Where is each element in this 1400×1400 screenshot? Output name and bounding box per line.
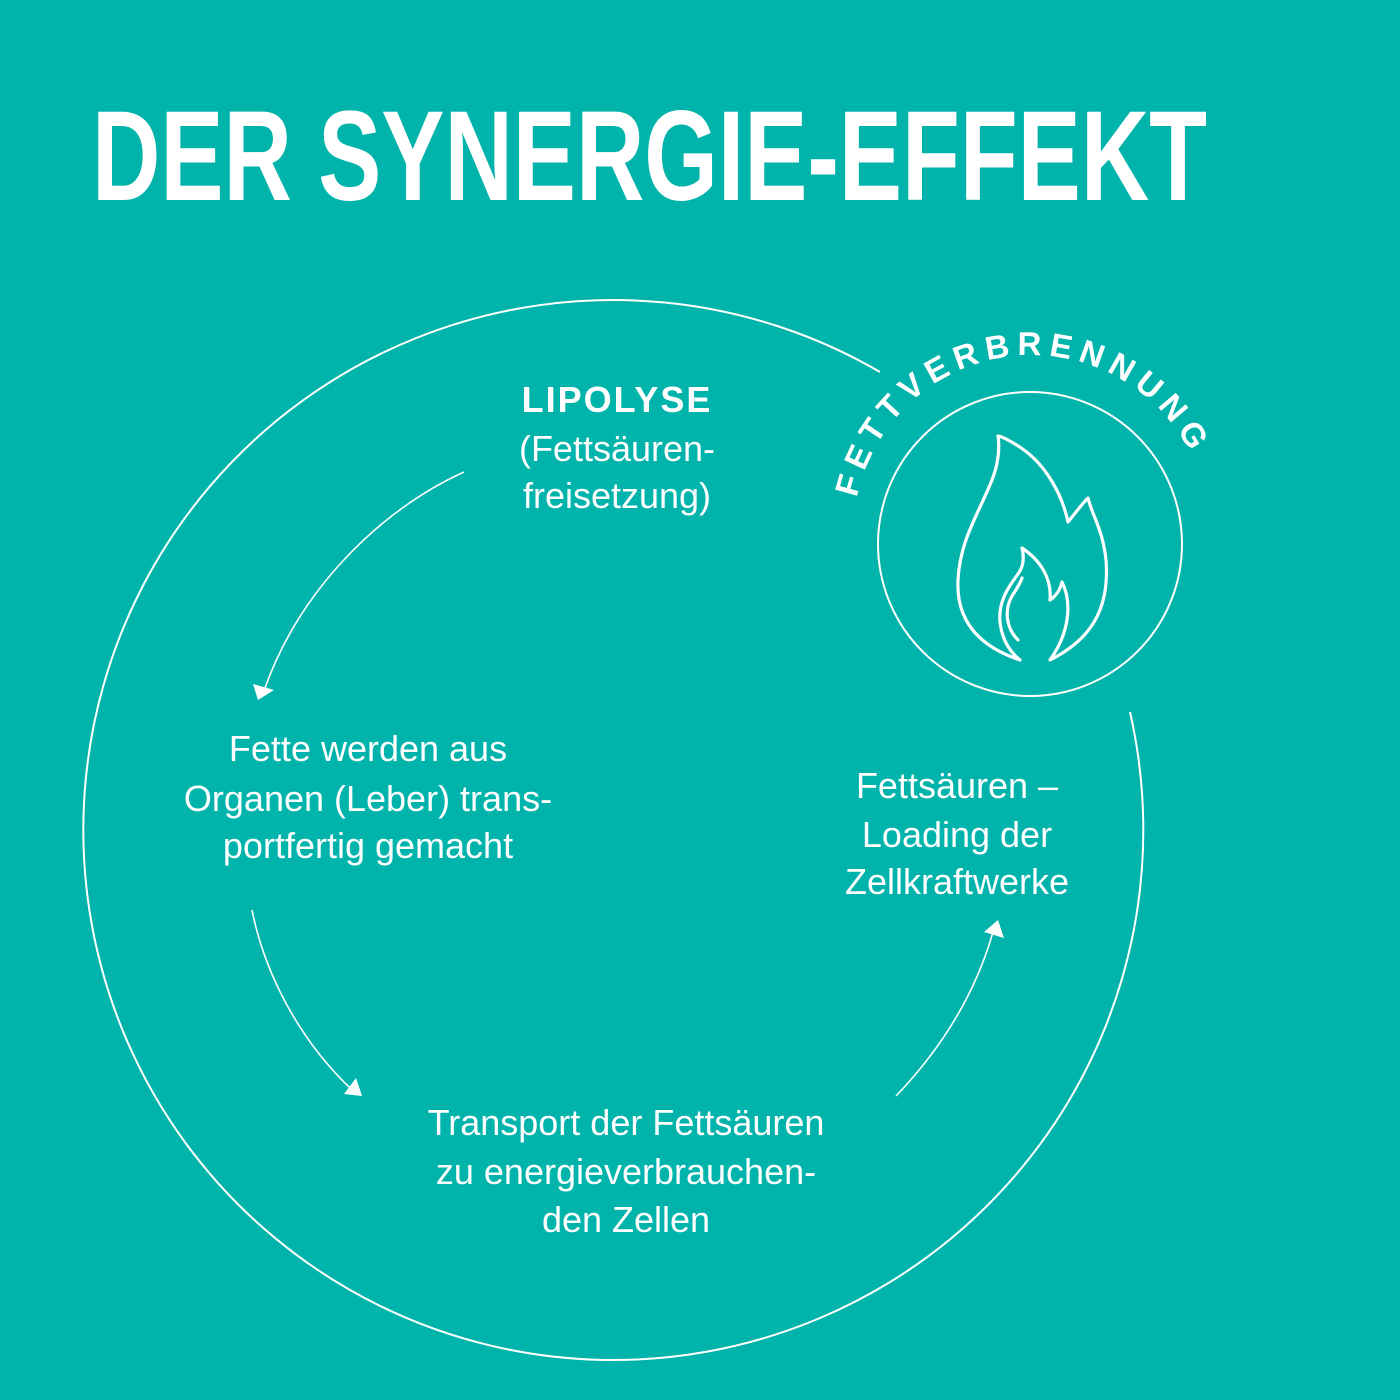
arrow-organs-to-transport <box>251 909 351 1089</box>
stage-lipolyse-heading: LIPOLYSE <box>522 379 713 420</box>
stage-transport-line-2: zu energieverbrauchen- <box>436 1151 816 1192</box>
stage-loading-line-3: Zellkraftwerke <box>845 861 1069 902</box>
arrowhead-transport-to-loading <box>984 920 1004 938</box>
badge-label-path: FETTVERBRENNUNG <box>828 325 1213 500</box>
stage-lipolyse-line-2: freisetzung) <box>523 475 711 516</box>
stage-transport-line-3: den Zellen <box>542 1199 710 1240</box>
badge-circle <box>877 391 1183 697</box>
stage-loading-line-1: Fettsäuren – <box>856 765 1058 806</box>
page-title: DER SYNERGIE-EFFEKT <box>92 85 1207 228</box>
arrowhead-organs-to-transport <box>344 1078 362 1096</box>
stage-transport-line-1: Transport der Fettsäuren <box>428 1102 825 1143</box>
arrow-lipolyse-to-organs <box>264 471 465 689</box>
stage-lipolyse-line-1: (Fettsäuren- <box>519 428 715 469</box>
arrowhead-lipolyse-to-organs <box>253 684 274 700</box>
flame-icon <box>956 434 1109 662</box>
badge-label: FETTVERBRENNUNG <box>828 325 1220 500</box>
cycle-circle <box>82 299 1145 1361</box>
stage-organs-line-1: Fette werden aus <box>229 728 507 769</box>
stage-organs-line-2: Organen (Leber) trans- <box>184 778 552 819</box>
stage-loading-line-2: Loading der <box>862 814 1052 855</box>
arrow-transport-to-loading <box>895 931 994 1097</box>
stage-organs-line-3: portfertig gemacht <box>223 825 513 866</box>
